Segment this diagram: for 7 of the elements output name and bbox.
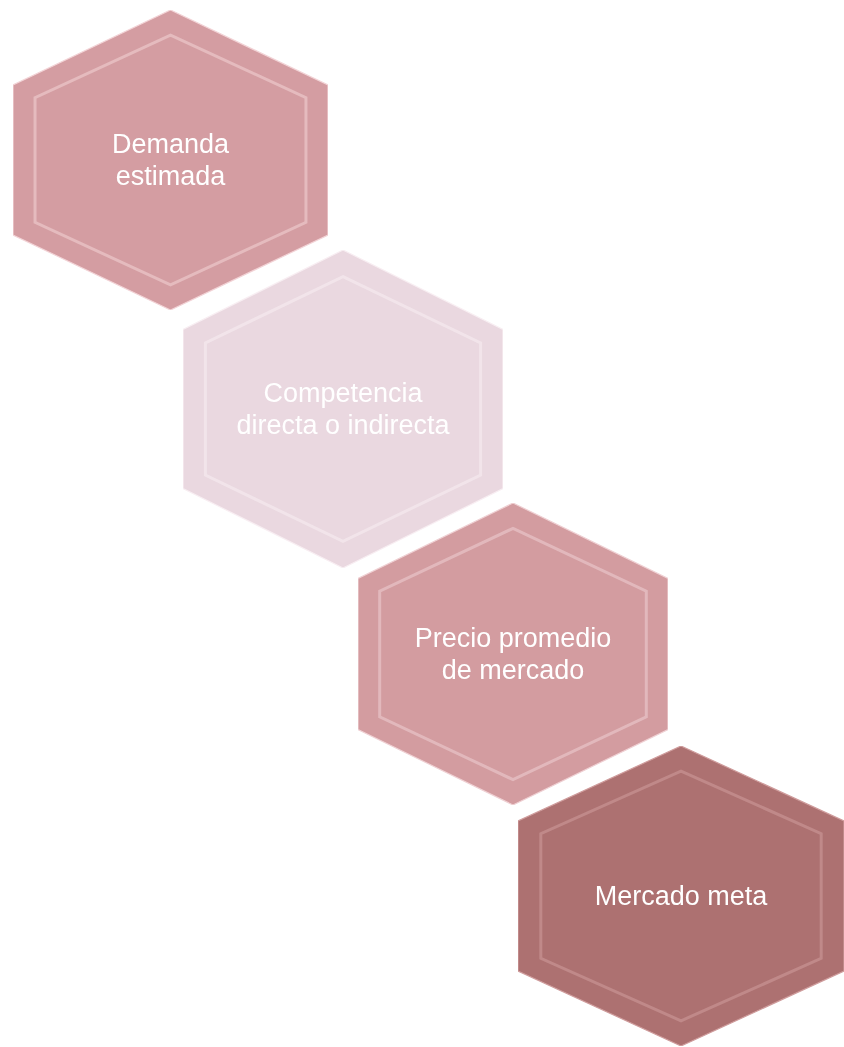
hexagon-node [358, 503, 668, 805]
hexagon-node [183, 250, 503, 568]
hexagon-node [13, 10, 328, 310]
node-label: Demanda estimada [110, 127, 231, 193]
node-label: Mercado meta [594, 879, 768, 913]
hexagon-node [518, 746, 844, 1046]
node-label: Precio promedio de mercado [413, 621, 613, 687]
